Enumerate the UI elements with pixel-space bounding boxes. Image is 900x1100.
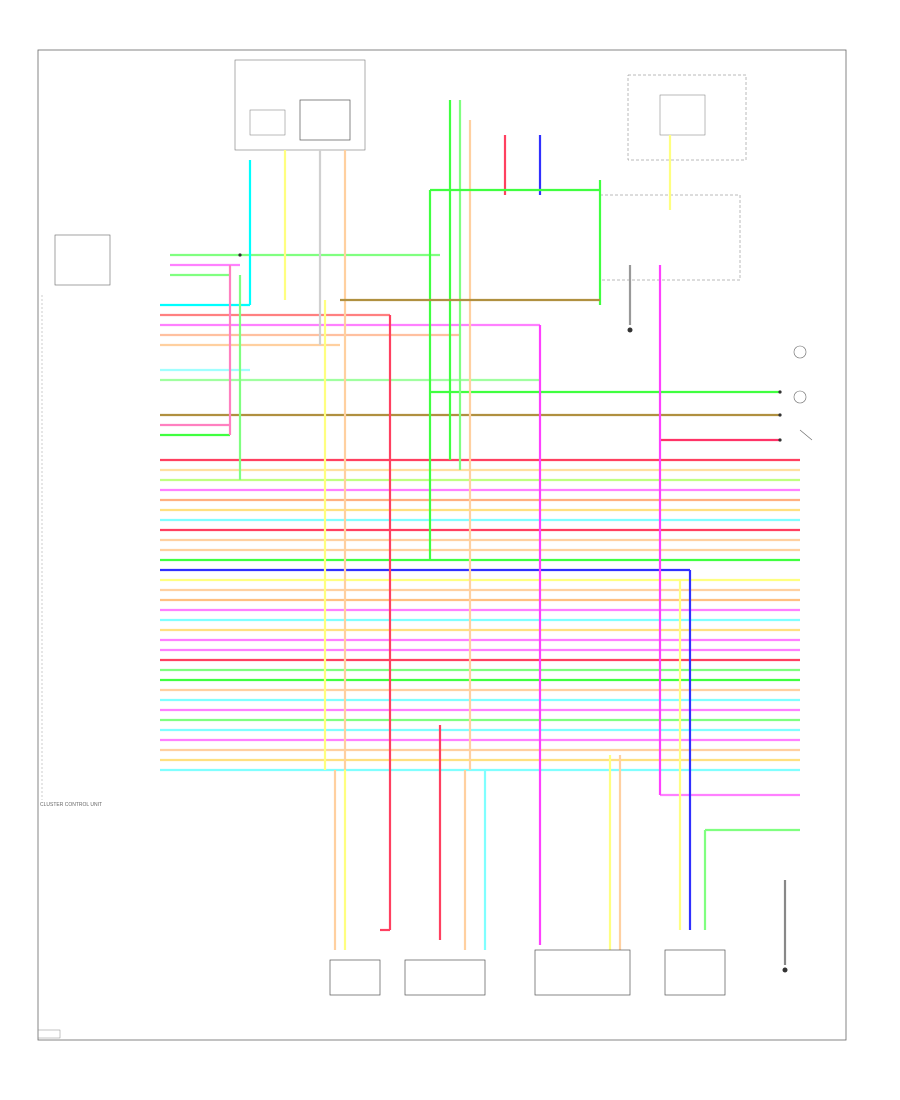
connector-dots bbox=[238, 253, 782, 442]
diagram-frame bbox=[37, 49, 847, 1041]
ground-symbols bbox=[627, 327, 788, 973]
horizontal-wires bbox=[160, 253, 800, 832]
sensor-box-4 bbox=[664, 949, 726, 996]
control-unit-label: CLUSTER CONTROL UNIT bbox=[40, 802, 102, 808]
sensor-box-3 bbox=[534, 949, 631, 996]
vertical-wires bbox=[228, 100, 787, 965]
bottom-components bbox=[329, 949, 726, 996]
footer-code-box bbox=[37, 1029, 61, 1039]
cluster-meter-box bbox=[299, 99, 351, 141]
sensor-box-2 bbox=[404, 959, 486, 996]
left-front-sensor-box bbox=[54, 234, 111, 286]
top-left-connector-group bbox=[234, 59, 366, 151]
sensor-box-1 bbox=[329, 959, 381, 996]
top-right-relay-box bbox=[599, 74, 747, 281]
right-switch-symbols bbox=[793, 345, 813, 441]
